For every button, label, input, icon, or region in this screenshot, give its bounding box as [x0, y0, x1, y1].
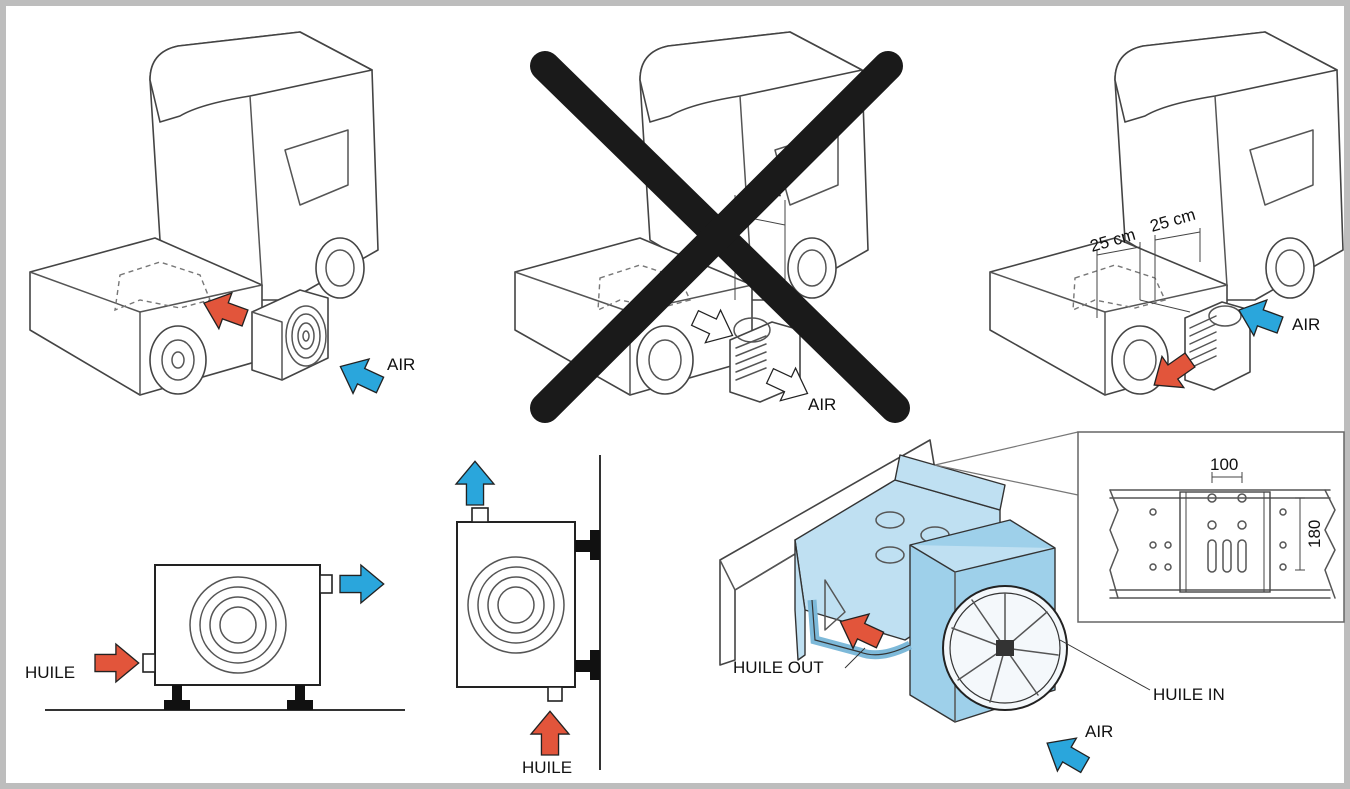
leader-line [844, 647, 866, 669]
horizontal-mount [45, 564, 405, 711]
air-label-3: AIR [1292, 315, 1320, 334]
callout-line [934, 464, 1079, 496]
red-arrow-icon [94, 643, 140, 683]
red-arrow-icon [530, 710, 570, 756]
blue-arrow-icon [339, 564, 385, 604]
cross-icon [530, 51, 910, 423]
blue-arrow-icon [455, 460, 495, 506]
leader-line [1059, 639, 1151, 691]
air-label-4: AIR [1085, 722, 1113, 741]
huile-label-bottom: HUILE [522, 758, 572, 777]
truck-left [29, 31, 379, 396]
air-label-1: AIR [387, 355, 415, 374]
dimension-label-100: 100 [1210, 455, 1238, 474]
bracket-assembly [719, 439, 1068, 723]
huile-label-side: HUILE [25, 663, 75, 682]
blue-arrow-icon [331, 348, 389, 403]
huile-in-label: HUILE IN [1153, 685, 1225, 704]
callout-line [934, 431, 1079, 466]
air-label-2: AIR [808, 395, 836, 414]
huile-out-label: HUILE OUT [733, 658, 824, 677]
dimension-label-180: 180 [1305, 520, 1324, 548]
detail-box [1077, 431, 1345, 623]
truck-right [989, 31, 1344, 396]
vertical-mount [456, 455, 601, 770]
